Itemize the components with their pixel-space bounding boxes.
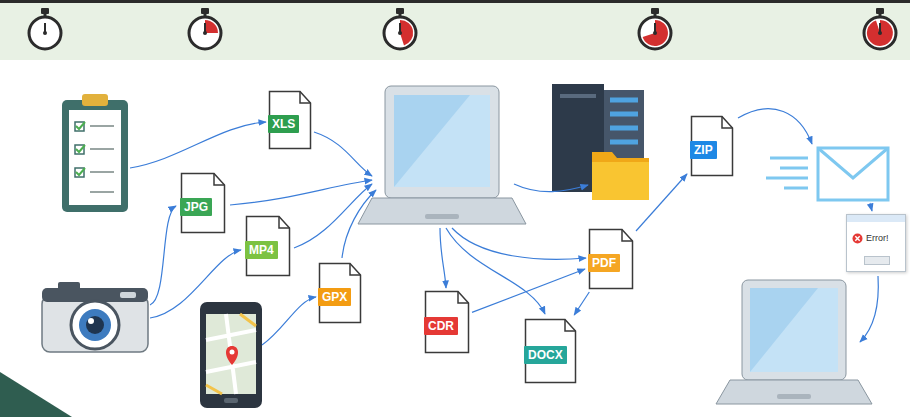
laptop-icon xyxy=(358,86,526,224)
envelope-icon xyxy=(766,148,888,200)
file-type-label: ZIP xyxy=(690,141,717,159)
stopwatch xyxy=(864,8,896,49)
error-icon xyxy=(852,233,863,244)
file-icon: PDF xyxy=(588,228,634,290)
dialog-title-bar xyxy=(847,215,905,222)
top-rule xyxy=(0,0,910,3)
laptop-icon xyxy=(716,280,872,404)
flow-connector xyxy=(574,292,589,315)
phone-icon xyxy=(200,302,262,408)
folder-icon xyxy=(592,152,649,200)
corner-triangle xyxy=(0,372,72,417)
camera-icon xyxy=(42,282,148,352)
file-type-label: XLS xyxy=(268,115,299,133)
file-icon: XLS xyxy=(268,90,312,150)
dialog-button xyxy=(864,256,890,265)
file-icon: MP4 xyxy=(245,215,291,277)
file-type-label: DOCX xyxy=(524,346,567,364)
flow-arrows xyxy=(130,109,878,345)
file-type-label: PDF xyxy=(588,254,620,272)
file-type-label: CDR xyxy=(424,317,458,335)
stopwatches xyxy=(29,8,896,49)
error-message: Error! xyxy=(866,232,889,244)
file-type-label: MP4 xyxy=(245,241,278,259)
file-type-label: GPX xyxy=(318,288,351,306)
flow-connector xyxy=(636,174,687,231)
clipboard-icon xyxy=(62,94,128,212)
file-icon: JPG xyxy=(180,172,226,234)
file-icon: CDR xyxy=(424,290,470,354)
error-dialog: Error! xyxy=(846,214,906,272)
file-icon: ZIP xyxy=(690,115,734,177)
stopwatch xyxy=(189,8,221,49)
file-type-label: JPG xyxy=(180,198,212,216)
dialog-message-row: Error! xyxy=(852,232,889,244)
stopwatch xyxy=(384,8,416,49)
stopwatch xyxy=(639,8,671,49)
timeline-band xyxy=(0,0,910,60)
flow-connector xyxy=(472,269,585,312)
file-icon: GPX xyxy=(318,262,362,324)
file-icon: DOCX xyxy=(524,318,577,384)
stopwatch xyxy=(29,8,61,49)
